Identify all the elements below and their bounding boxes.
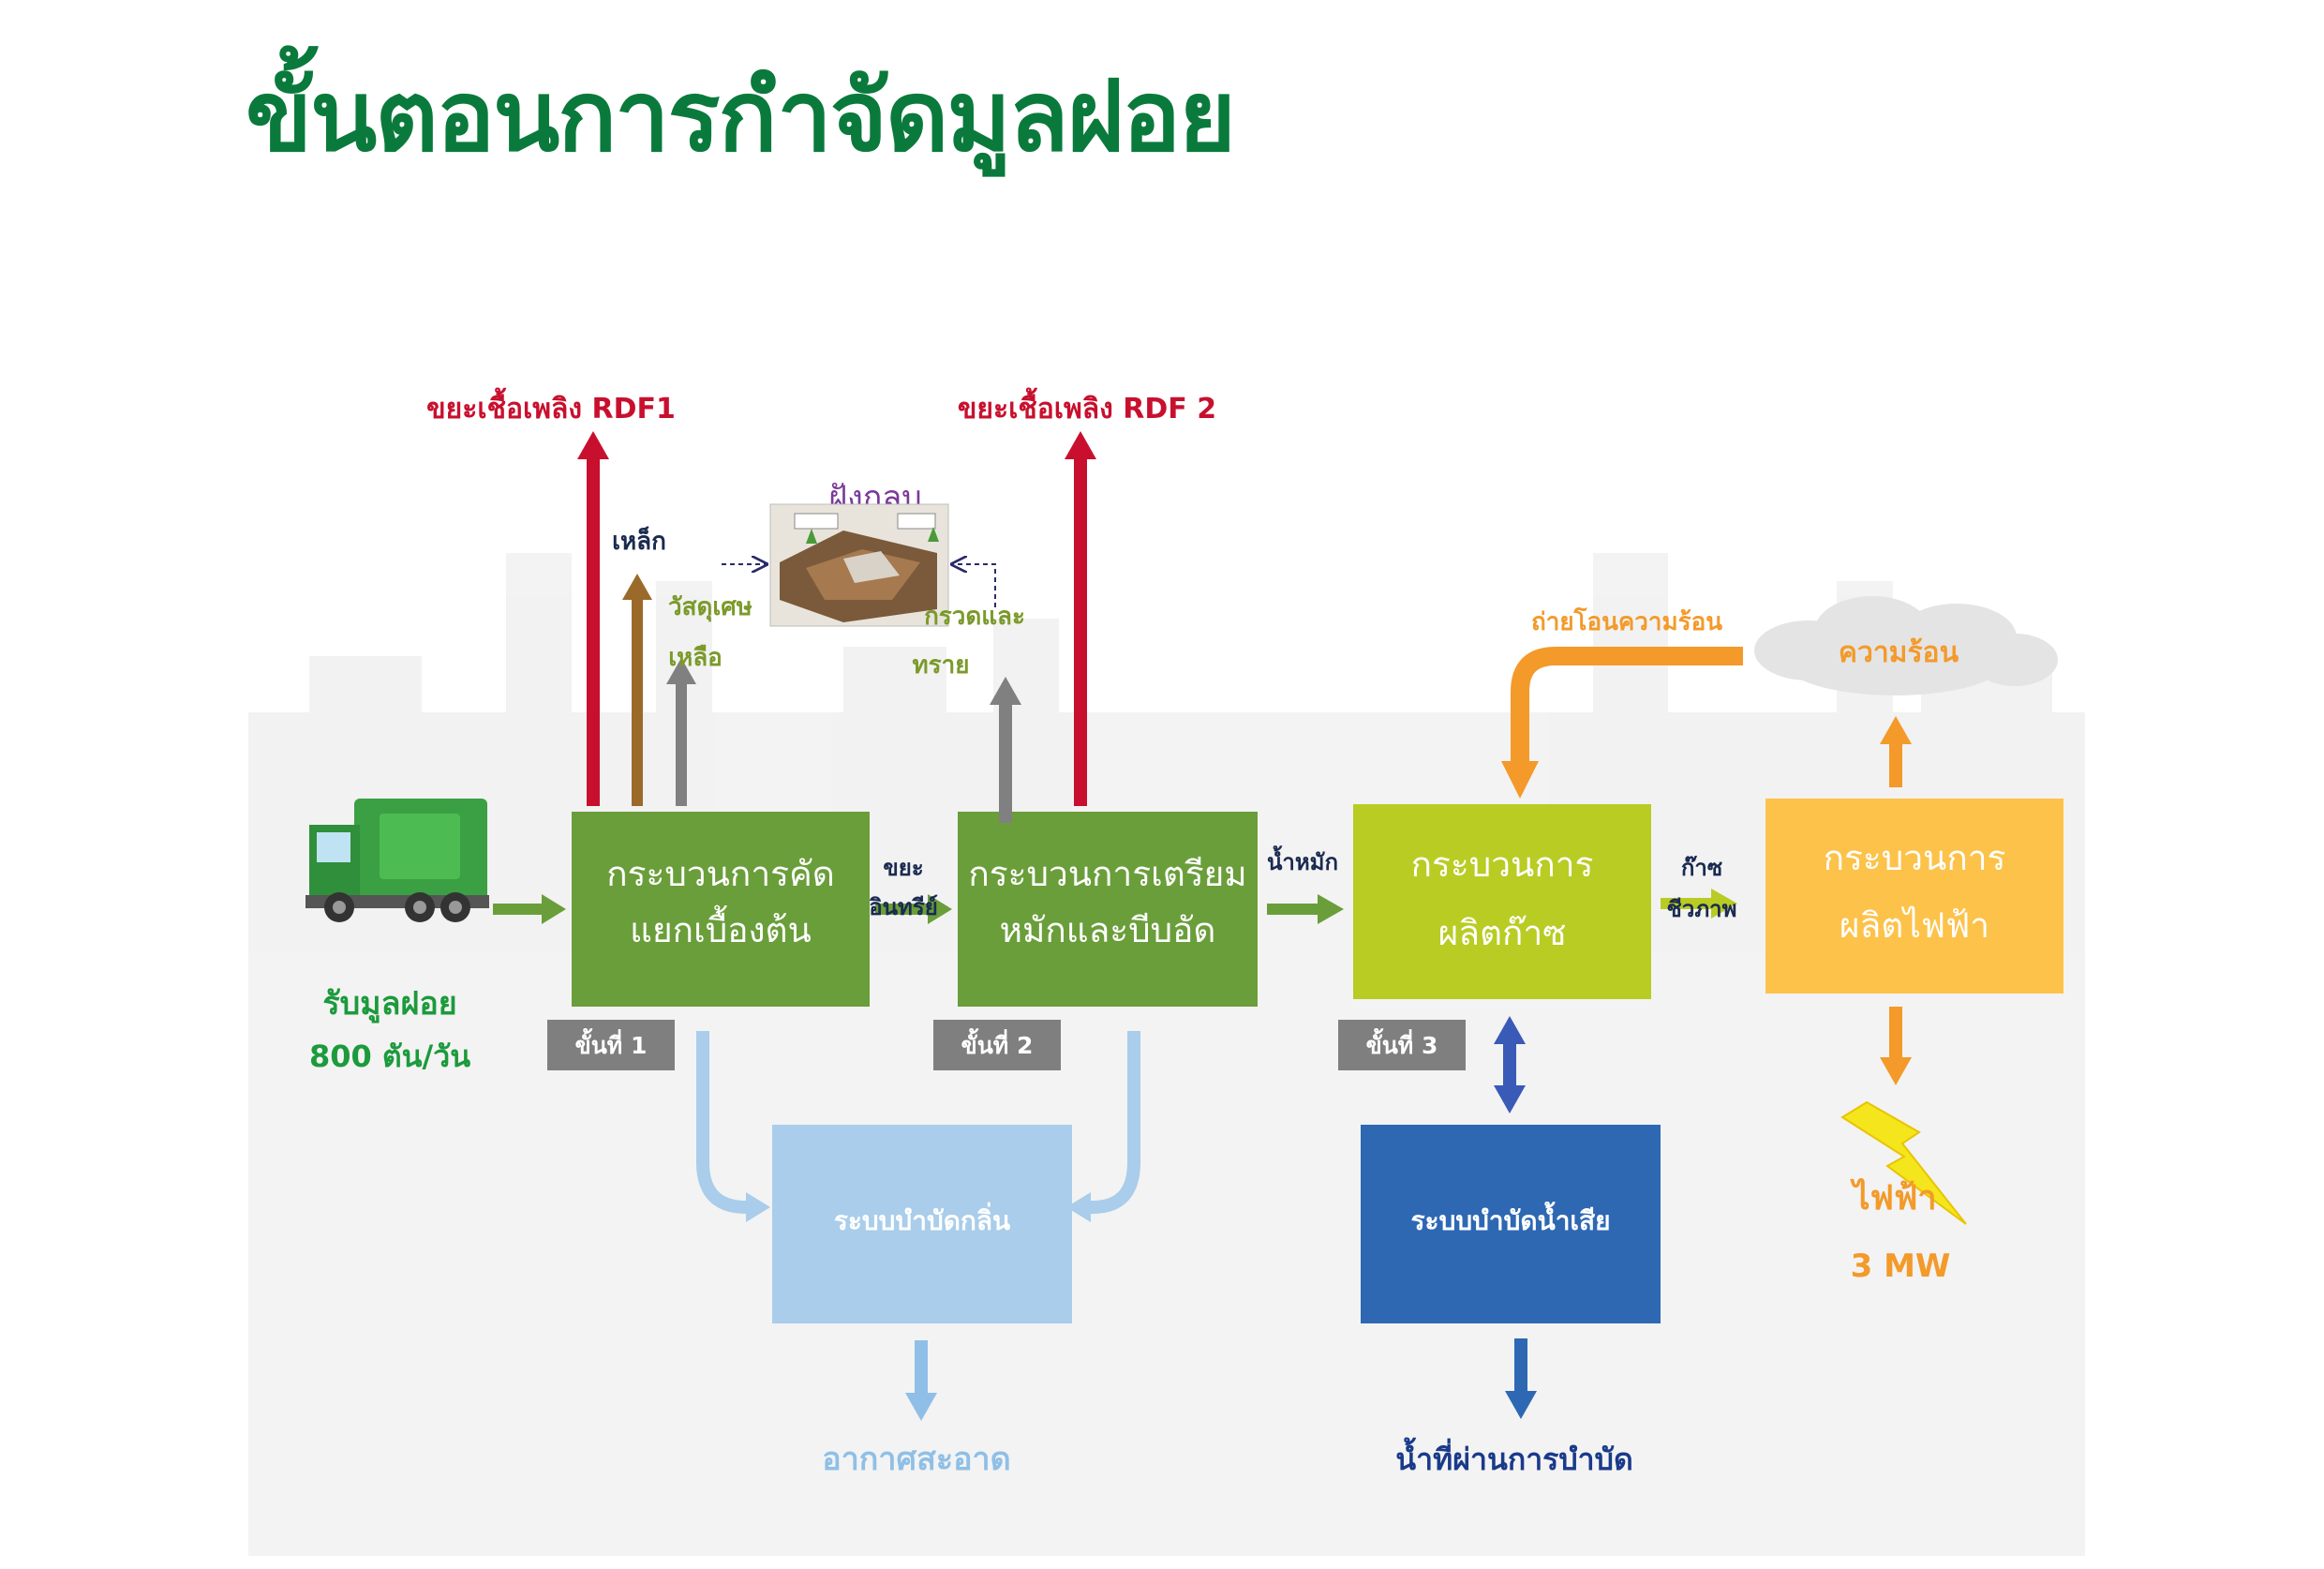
residue-label-1: วัสดุเศษ (668, 593, 752, 622)
heat-transfer-label: ถ่ายโอนความร้อน (1531, 606, 1722, 636)
sand-arrow (990, 677, 1021, 823)
process-electricity-line2: ผลิตไฟฟ้า (1840, 905, 1989, 946)
heat-label: ความร้อน (1839, 636, 1959, 669)
process-gas-line1: กระบวนการ (1411, 844, 1594, 885)
treated-water-arrow (1505, 1338, 1537, 1419)
step-tag-3-label: ขั้นที่ 3 (1366, 1027, 1438, 1059)
iron-label: เหล็ก (612, 526, 666, 556)
step-tag-3 (1338, 1020, 1466, 1070)
intake-label: รับมูลฝอย (322, 985, 456, 1024)
background-illustration (248, 553, 2085, 1556)
process-gas-line2: ผลิตก๊าซ (1438, 913, 1567, 953)
landfill-dashed-arrow-right (952, 564, 996, 607)
flow-arrow-biogas (1661, 889, 1737, 919)
process-compost-line2: หมักและบีบอัด (1000, 910, 1216, 950)
process-sorting-line2: แยกเบื้องต้น (630, 904, 812, 950)
lightning-icon (1840, 1100, 1967, 1225)
clean-air-label: อากาศสะอาด (822, 1441, 1010, 1478)
rdf1-arrow (577, 431, 609, 806)
step-tag-2-label: ขั้นที่ 2 (961, 1027, 1034, 1059)
process-box-sorting (572, 812, 870, 1007)
flow-arrow-organic (875, 894, 952, 924)
electricity-down-arrow (1880, 1007, 1912, 1085)
process-box-compost (958, 812, 1258, 1007)
odor-treatment-label: ระบบบำบัดกลิ่น (834, 1202, 1010, 1236)
wastewater-bidirectional-arrow (1494, 1016, 1526, 1113)
process-sorting-line1: กระบวนการคัด (606, 854, 835, 894)
sand-label-1: กรวดและ (924, 603, 1025, 631)
heat-up-arrow (1880, 716, 1912, 787)
odor-arrow-right (1087, 1031, 1140, 1214)
residue-label-2: เหลือ (668, 644, 723, 672)
process-electricity-line1: กระบวนการ (1824, 838, 2006, 878)
organic-waste-label-1: ขยะ (883, 855, 923, 881)
electricity-label: ไฟฟ้า (1849, 1177, 1936, 1218)
biogas-label-2: ชีวภาพ (1667, 896, 1737, 922)
intake-amount: 800 ตัน/วัน (309, 1039, 470, 1074)
odor-arrow-left (696, 1031, 750, 1214)
heat-transfer-arrow (1511, 647, 1743, 769)
rdf1-label: ขยะเชื้อเพลิง RDF1 (426, 387, 676, 426)
power-output-label: 3 MW (1851, 1248, 1951, 1285)
odor-treatment-box (772, 1125, 1072, 1323)
process-compost-line1: กระบวนการเตรียม (968, 854, 1246, 894)
clean-air-arrow (905, 1340, 937, 1421)
heat-transfer-arrowhead (1501, 761, 1539, 799)
organic-waste-label-2: อินทรีย์ (869, 894, 938, 920)
odor-arrow-right-head (1066, 1192, 1091, 1222)
garbage-truck-icon (305, 799, 489, 922)
treated-water-label: น้ำที่ผ่านการบำบัด (1395, 1437, 1632, 1477)
process-box-gas (1353, 804, 1651, 999)
rdf2-arrow (1065, 431, 1096, 806)
step-tag-1 (547, 1020, 675, 1070)
heat-cloud-icon (1754, 596, 2058, 695)
biogas-label-1: ก๊าซ (1681, 855, 1722, 881)
page-title: ขั้นตอนการกำจัดมูลฝอย (246, 59, 1236, 173)
landfill-icon (769, 503, 949, 627)
step-tag-2 (933, 1020, 1061, 1070)
process-box-electricity (1765, 799, 2063, 994)
rdf2-label: ขยะเชื้อเพลิง RDF 2 (958, 387, 1216, 426)
flow-arrow-intake (493, 894, 566, 924)
flow-arrow-compost (1267, 894, 1344, 924)
compost-liquid-label: น้ำหมัก (1267, 844, 1338, 875)
iron-arrow (622, 574, 652, 806)
odor-arrow-left-head (746, 1192, 770, 1222)
wastewater-treatment-box (1361, 1125, 1661, 1323)
sand-label-2: ทราย (913, 651, 970, 680)
wastewater-treatment-label: ระบบบำบัดน้ำเสีย (1410, 1201, 1610, 1236)
step-tag-1-label: ขั้นที่ 1 (575, 1027, 648, 1059)
residue-arrow (666, 658, 696, 806)
